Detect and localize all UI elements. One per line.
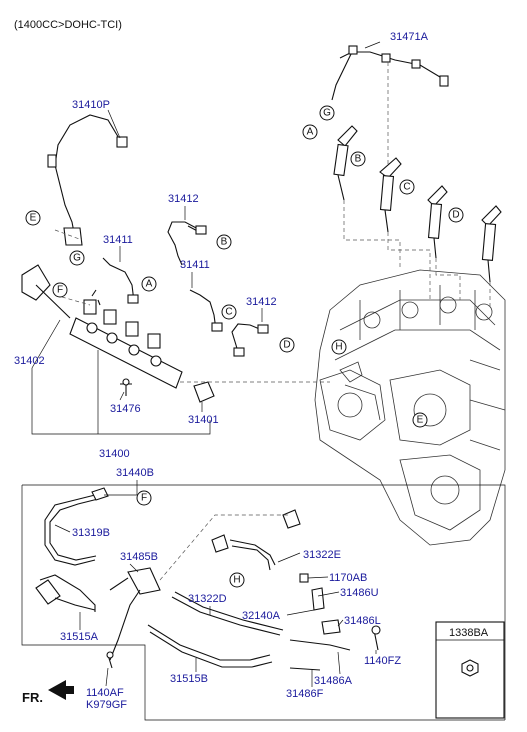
fuel-rail-assembly (21, 264, 215, 403)
label-31486F: 31486F (286, 688, 324, 700)
part-number-labels: 31471A 31410P 31412 31411 31411 31412 31… (14, 31, 489, 711)
callout-a: A (141, 276, 157, 292)
label-31400: 31400 (99, 448, 130, 460)
label-31410P: 31410P (72, 99, 110, 111)
label-31471A: 31471A (390, 31, 429, 43)
injector-guide-lines (343, 62, 491, 310)
label-31401: 31401 (188, 414, 219, 426)
callout-f: F (136, 490, 152, 506)
callout-e: E (412, 412, 428, 428)
svg-text:E: E (30, 213, 37, 224)
return-line-group (21, 484, 506, 721)
rail-label-bracket (31, 319, 211, 435)
callout-d: D (448, 207, 464, 223)
callout-h: H (229, 572, 245, 588)
callout-c: C (221, 304, 237, 320)
callout-g: G (319, 105, 335, 121)
label-31319B: 31319B (72, 527, 110, 539)
svg-text:H: H (335, 342, 342, 353)
svg-text:F: F (141, 493, 147, 504)
svg-text:G: G (323, 108, 331, 119)
callout-b: B (216, 234, 232, 250)
callout-g: G (69, 250, 85, 266)
svg-text:D: D (283, 340, 290, 351)
part-1338BA-box (435, 621, 505, 719)
label-1140FZ: 1140FZ (364, 655, 401, 667)
diagram-title: (1400CC>DOHC-TCI) (14, 19, 122, 31)
label-31515A: 31515A (60, 631, 99, 643)
label-leaders (54, 109, 377, 687)
callout-a: A (302, 124, 318, 140)
svg-text:B: B (355, 154, 362, 165)
svg-text:A: A (307, 127, 314, 138)
label-31322D: 31322D (188, 593, 227, 605)
front-label: FR. (22, 690, 43, 705)
label-1338BA: 1338BA (449, 627, 489, 639)
svg-text:B: B (221, 237, 228, 248)
svg-text:E: E (417, 415, 424, 426)
callout-f: F (52, 282, 68, 298)
svg-text:F: F (57, 285, 63, 296)
label-1170AB: 1170AB (329, 572, 367, 584)
label-31515B: 31515B (170, 673, 208, 685)
callout-e: E (25, 210, 41, 226)
callout-d: D (279, 337, 295, 353)
label-31486A: 31486A (314, 675, 353, 687)
callout-b: B (350, 151, 366, 167)
label-31411-left: 31411 (103, 234, 133, 246)
label-32140A: 32140A (242, 610, 281, 622)
label-K979GF: K979GF (86, 699, 127, 711)
label-1140AF: 1140AF (86, 687, 124, 699)
injector-harness (331, 41, 449, 101)
label-31412-upper: 31412 (168, 193, 199, 205)
engine-block-illustration (314, 269, 506, 546)
svg-text:A: A (146, 279, 153, 290)
label-31402: 31402 (14, 355, 45, 367)
label-31440B: 31440B (116, 467, 154, 479)
label-31486U: 31486U (340, 587, 379, 599)
label-31322E: 31322E (303, 549, 341, 561)
svg-text:C: C (403, 182, 410, 193)
svg-text:H: H (233, 575, 240, 586)
svg-text:C: C (225, 307, 232, 318)
callout-c: C (399, 179, 415, 195)
fuel-rail-harness (47, 114, 128, 246)
callout-h: H (331, 339, 347, 355)
label-31411-right: 31411 (180, 259, 210, 271)
svg-text:D: D (452, 210, 459, 221)
label-31486L: 31486L (344, 615, 381, 627)
label-31476: 31476 (110, 403, 141, 415)
front-direction-indicator: FR. (22, 680, 74, 705)
fuel-injectors (333, 125, 502, 283)
high-pressure-pipes (54, 221, 330, 383)
label-31412-lower: 31412 (246, 296, 277, 308)
svg-text:G: G (73, 253, 81, 264)
label-31485B: 31485B (120, 551, 158, 563)
